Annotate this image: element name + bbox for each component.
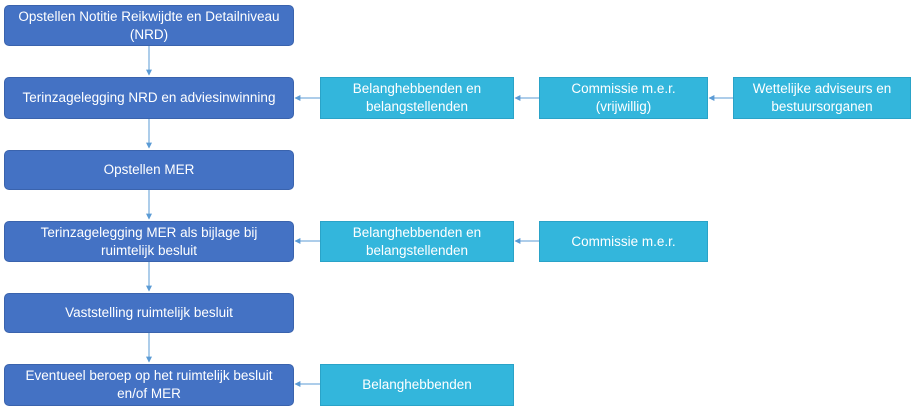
party-belanghebbenden-mer: Belanghebbenden en belangstellenden (320, 221, 514, 262)
step-opstellen-nrd: Opstellen Notitie Reikwijdte en Detailni… (4, 5, 294, 46)
party-belanghebbenden-nrd: Belanghebbenden en belangstellenden (320, 77, 514, 119)
party-label: Belanghebbenden en belangstellenden (352, 81, 482, 114)
party-label: Belanghebbenden (362, 377, 472, 392)
party-belanghebbenden-beroep: Belanghebbenden (320, 364, 514, 406)
party-commissie-mer: Commissie m.e.r. (539, 221, 708, 262)
step-eventueel-beroep: Eventueel beroep op het ruimtelijk beslu… (4, 364, 294, 406)
step-label: Eventueel beroep op het ruimtelijk beslu… (25, 368, 273, 401)
step-label: Terinzagelegging NRD en adviesinwinning (22, 90, 276, 105)
party-label: Commissie m.e.r. (vrijwillig) (571, 81, 676, 114)
party-commissie-mer-vrijwillig: Commissie m.e.r. (vrijwillig) (539, 77, 708, 119)
step-terinzagelegging-nrd: Terinzagelegging NRD en adviesinwinning (4, 77, 294, 119)
step-label: Opstellen MER (103, 162, 195, 177)
step-opstellen-mer: Opstellen MER (4, 150, 294, 190)
step-label: Opstellen Notitie Reikwijdte en Detailni… (18, 8, 280, 42)
party-label: Wettelijke adviseurs en bestuursorganen (752, 81, 892, 114)
step-label: Vaststelling ruimtelijk besluit (65, 305, 233, 320)
step-vaststelling-besluit: Vaststelling ruimtelijk besluit (4, 293, 294, 333)
step-terinzagelegging-mer: Terinzagelegging MER als bijlage bij rui… (4, 221, 294, 262)
party-wettelijke-adviseurs: Wettelijke adviseurs en bestuursorganen (733, 77, 911, 119)
step-label: Terinzagelegging MER als bijlage bij rui… (40, 224, 258, 258)
party-label: Commissie m.e.r. (571, 233, 676, 249)
party-label: Belanghebbenden en belangstellenden (352, 224, 482, 258)
